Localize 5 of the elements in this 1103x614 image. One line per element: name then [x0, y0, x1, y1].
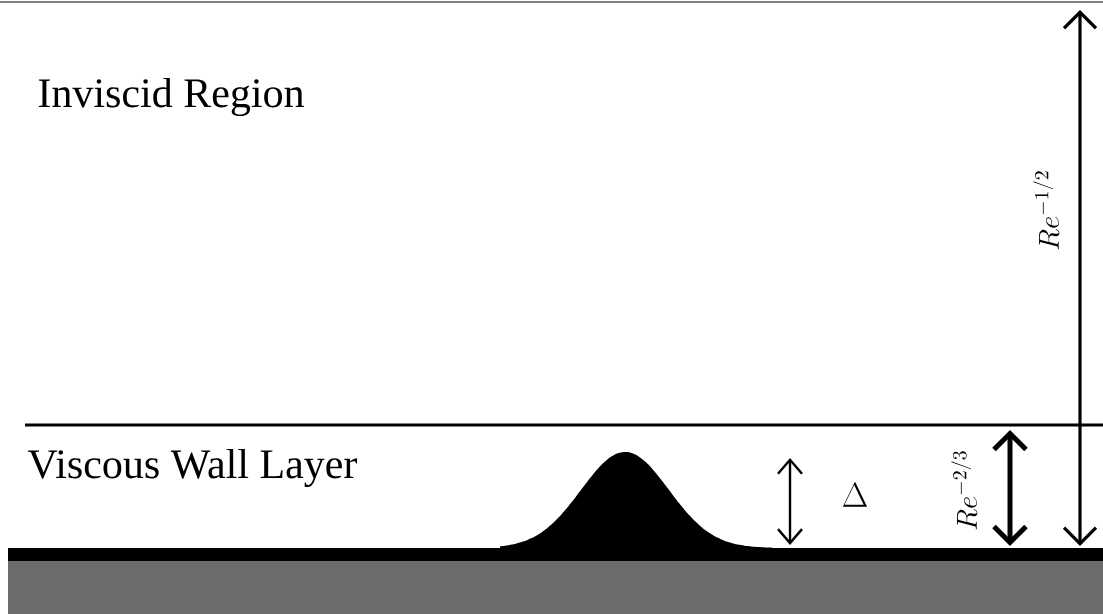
region-label: Viscous Wall Layer [27, 448, 357, 488]
dimension-label: $\Delta$ [842, 482, 868, 507]
region-label: Inviscid Region [38, 77, 304, 117]
dimension-label: $Re^{-1/2}$ [1033, 171, 1060, 250]
dimension-label: $Re^{-2/3}$ [951, 451, 978, 530]
